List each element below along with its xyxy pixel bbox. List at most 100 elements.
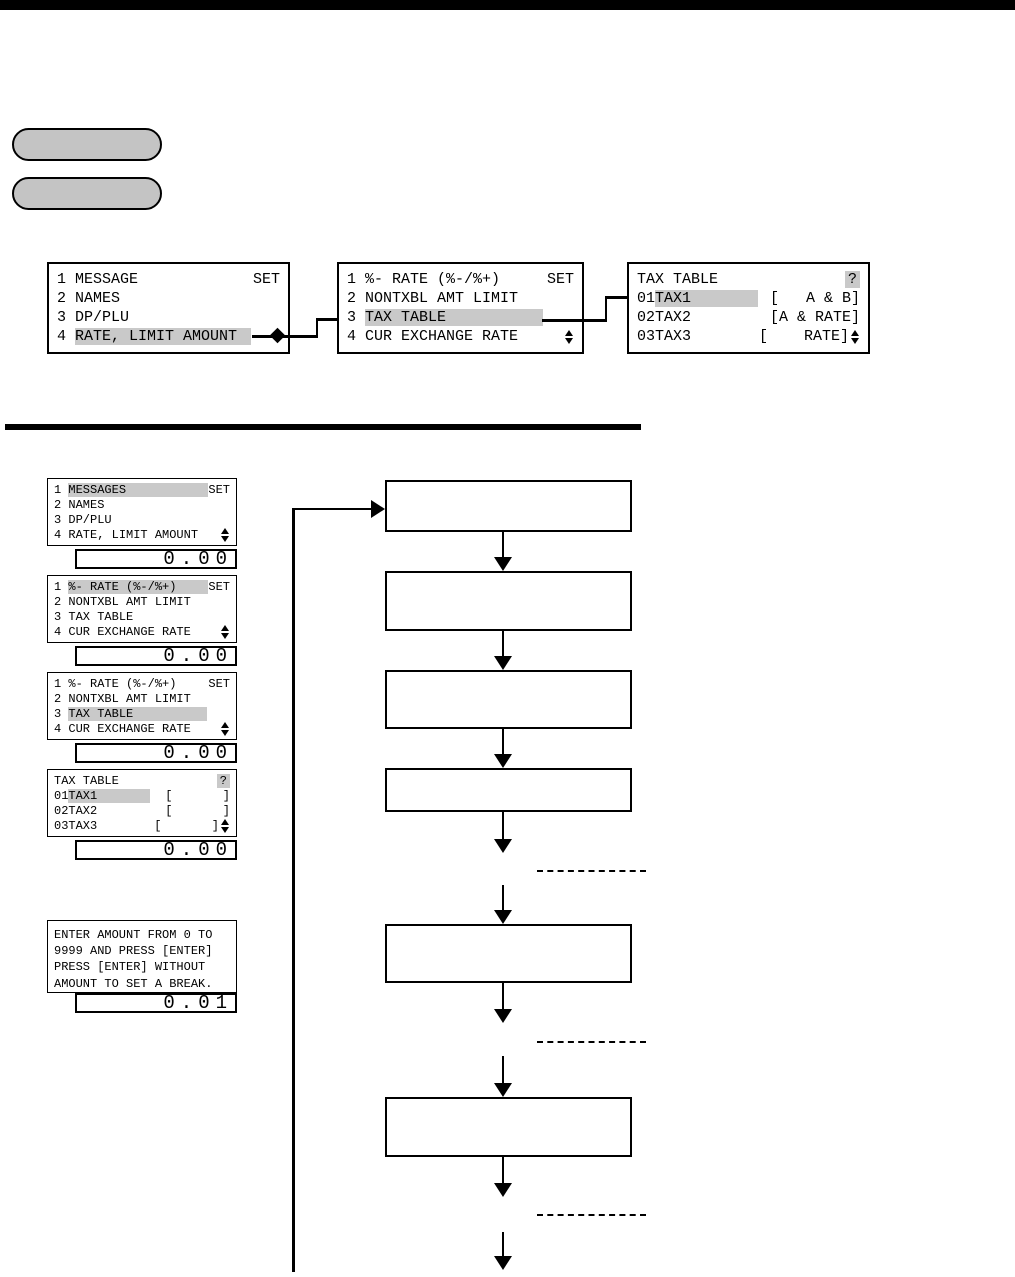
lcd-row: 3 DP/PLU (54, 513, 230, 528)
lcd-row-value: [ A & B] (769, 290, 860, 307)
lcd-row-number: 2 (54, 595, 69, 610)
flow-feed-line (292, 507, 295, 1272)
lcd-row-number: 4 (54, 624, 69, 639)
connector-2-entry (604, 296, 627, 299)
lcd-row-value: SET (208, 580, 231, 595)
amount-display: 0.00 (75, 839, 237, 861)
lcd-row-label: CUR EXCHANGE RATE (365, 328, 519, 345)
amount-display: 0.01 (75, 992, 237, 1014)
lcd-row: 3 TAX TABLE (347, 308, 574, 327)
lcd-row-number: 3 (54, 512, 69, 527)
lcd-row: 2 NAMES (57, 289, 280, 308)
lcd-row-number: 03 (54, 818, 69, 833)
lcd-row-label: %- RATE (%-/%+) (68, 677, 177, 692)
lcd-row-number: 4 (54, 527, 69, 542)
flow-step-box-4 (385, 768, 632, 812)
lcd-row: 4 CUR EXCHANGE RATE (54, 624, 230, 639)
lcd-row-number: 4 (54, 721, 69, 736)
lcd-row-label: CUR EXCHANGE RATE (68, 721, 191, 736)
lcd-row: 1 %- RATE (%-/%+) SET (347, 270, 574, 289)
lcd-row-label: NONTXBL AMT LIMIT (68, 595, 191, 610)
lcd-row-value: [A & RATE] (769, 309, 860, 326)
lcd-row-number: 1 (54, 483, 69, 498)
lcd-row: 4 CUR EXCHANGE RATE (347, 327, 574, 346)
lcd-row-label: CUR EXCHANGE RATE (68, 624, 191, 639)
lcd-row-value: [ ] (165, 789, 230, 804)
flow-arrowhead-icon (494, 1009, 512, 1023)
flow-entry-arrowhead-icon (371, 500, 385, 518)
flow-step-box-2 (385, 571, 632, 631)
lcd-row-number: 2 (54, 692, 69, 707)
help-icon: ? (844, 271, 860, 288)
flow-arrowhead-icon (494, 910, 512, 924)
dashed-branch-line (537, 870, 646, 872)
lcd-step-prompt: ENTER AMOUNT FROM 0 TO 9999 AND PRESS [EN… (47, 920, 237, 993)
lcd-row-label: %- RATE (%-/%+) (68, 580, 209, 595)
lcd-row-label: TAX TABLE (365, 309, 544, 326)
lcd-row-label: NAMES (75, 290, 121, 307)
lcd-row: 2 NAMES (54, 498, 230, 513)
lcd-row: 2 NONTXBL AMT LIMIT (347, 289, 574, 308)
flow-arrow-line (501, 1157, 505, 1184)
lcd-row-label: MESSAGES (68, 483, 209, 498)
connector-1-entry (315, 318, 337, 321)
lcd-row-value: [ RATE] (758, 328, 849, 345)
flow-arrow-line (501, 532, 505, 558)
flow-arrow-line (501, 1056, 505, 1084)
lcd-row: 2 NONTXBL AMT LIMIT (54, 595, 230, 610)
lcd-row-number: 2 (347, 290, 366, 307)
lcd-row-number: 4 (347, 328, 366, 345)
amount-display: 0.00 (75, 645, 237, 667)
lcd-row-number: 1 (54, 580, 69, 595)
lcd-row-number: 4 (57, 328, 76, 345)
lcd-row: 1 %- RATE (%-/%+)SET (54, 677, 230, 692)
lcd-row: 2 NONTXBL AMT LIMIT (54, 692, 230, 707)
lcd-row-number: 1 (57, 271, 76, 288)
lcd-row-number: 01 (637, 290, 656, 307)
lcd-text-line: AMOUNT TO SET A BREAK. (54, 976, 213, 991)
dashed-branch-line (537, 1041, 646, 1043)
flow-arrowhead-icon (494, 1256, 512, 1270)
lcd-text-line: 9999 AND PRESS [ENTER] (54, 944, 213, 959)
lcd-row: 4 RATE, LIMIT AMOUNT (54, 527, 230, 542)
lcd-row-label: %- RATE (%-/%+) (365, 271, 501, 288)
lcd-row: TAX TABLE? (54, 774, 230, 789)
scroll-updown-icon (221, 721, 229, 736)
lcd-row-label: TAX1 (655, 290, 759, 307)
scroll-updown-icon (851, 329, 859, 344)
top-border-bar (0, 0, 1015, 10)
lcd-row-label: RATE, LIMIT AMOUNT (68, 527, 199, 542)
connector-1-line (252, 335, 318, 338)
amount-display: 0.00 (75, 742, 237, 764)
lcd-text-line: PRESS [ENTER] WITHOUT (54, 960, 206, 975)
lcd-text-line: ENTER AMOUNT FROM 0 TO (54, 928, 213, 942)
flow-arrowhead-icon (494, 656, 512, 670)
connector-1-elbow (315, 318, 318, 337)
lcd-row-number: 1 (347, 271, 366, 288)
flow-arrow-line (501, 983, 505, 1010)
lcd-row-label: TAX2 (655, 309, 692, 326)
flow-arrow-line (501, 885, 505, 911)
lcd-row-label: TAX TABLE (68, 706, 208, 721)
lcd-row: TAX TABLE? (637, 270, 860, 289)
lcd-row: 3 TAX TABLE (54, 706, 230, 722)
lcd-row-label: DP/PLU (68, 512, 112, 527)
lcd-row-label: NONTXBL AMT LIMIT (365, 290, 519, 307)
lcd-row-number: 3 (54, 706, 69, 721)
scroll-updown-icon (221, 527, 229, 542)
lcd-row-number: 03 (637, 328, 656, 345)
flow-step-box-6 (385, 1097, 632, 1157)
lcd-row-label: MESSAGE (75, 271, 139, 288)
flow-entry-line (292, 507, 371, 511)
lcd-row-number: 01 (54, 789, 69, 804)
lcd-row-value: SET (546, 271, 574, 288)
scroll-updown-icon (565, 329, 573, 344)
flow-arrow-line (501, 1232, 505, 1257)
